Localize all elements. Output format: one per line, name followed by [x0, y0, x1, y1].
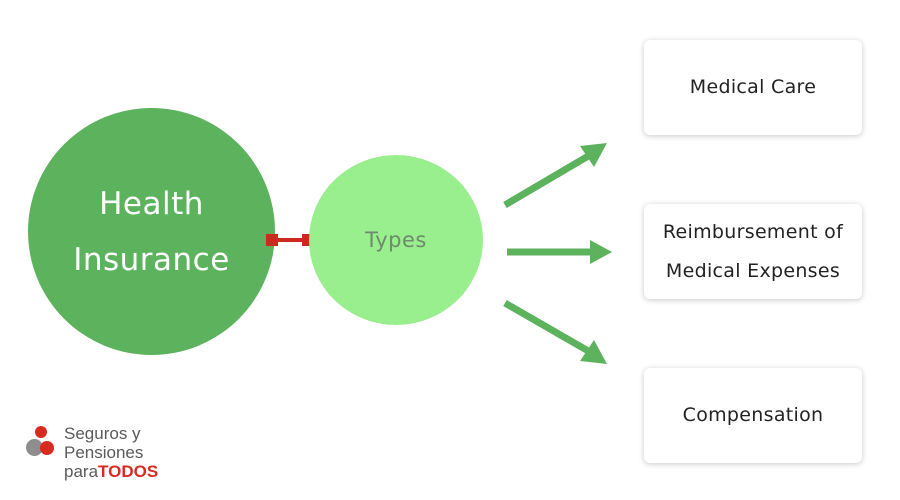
logo-line3: paraTODOS	[64, 462, 158, 481]
logo-line2: Pensiones	[64, 443, 144, 462]
medical-care-label: Medical Care	[689, 76, 817, 98]
health-insurance-label-line2: Insurance	[73, 241, 230, 278]
logo-line3-brand: TODOS	[98, 462, 159, 481]
reimbursement-label-line2: Medical Expenses	[665, 259, 841, 282]
arrow-head-reimbursement	[590, 240, 612, 264]
logo-line1: Seguros y	[64, 424, 141, 443]
connector-end-left	[266, 234, 278, 246]
compensation-box: Compensation	[644, 368, 862, 463]
types-label: Types	[365, 228, 427, 252]
arrow-head-medical-care	[580, 143, 607, 167]
logo-dot-icon	[40, 441, 54, 455]
logo-text: Seguros y Pensiones paraTODOS	[64, 424, 158, 481]
logo-dot-icon	[26, 439, 43, 456]
logo-line3-prefix: para	[64, 462, 99, 481]
connector-line	[276, 238, 310, 242]
medical-care-box: Medical Care	[644, 40, 862, 135]
reimbursement-label-line1: Reimbursement of	[662, 220, 844, 243]
health-insurance-node: Health Insurance	[28, 108, 275, 355]
logo-dot-icon	[35, 426, 47, 438]
arrow-head-compensation	[580, 340, 607, 364]
compensation-label: Compensation	[682, 404, 824, 426]
arrow-to-medical-care	[503, 151, 592, 209]
health-insurance-label-line1: Health	[99, 185, 204, 222]
types-node: Types	[309, 155, 483, 325]
reimbursement-box: Reimbursement of Medical Expenses	[644, 204, 862, 299]
arrow-to-compensation	[503, 299, 592, 356]
